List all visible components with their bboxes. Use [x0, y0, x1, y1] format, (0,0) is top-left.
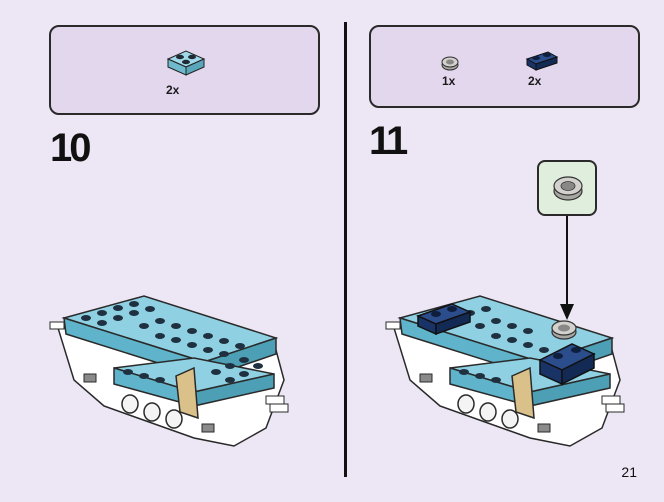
part-qty: 2x [166, 83, 180, 97]
light-grey-round-tile-icon [553, 176, 583, 201]
subassembly-callout [537, 160, 597, 216]
step-10-model-illustration [49, 295, 289, 447]
step-divider [344, 22, 347, 477]
part-qty: 1x [442, 74, 456, 88]
light-grey-round-tile-icon [441, 56, 459, 71]
step-number: 10 [50, 126, 91, 170]
step-number: 11 [369, 119, 408, 163]
step-11-parts-box: 1x 2x [369, 25, 640, 108]
dark-blue-plate-icon [525, 51, 559, 71]
page-number: 21 [621, 464, 637, 480]
part-qty: 2x [528, 74, 542, 88]
step-11-model-illustration [385, 295, 625, 447]
light-blue-plate-icon [166, 50, 206, 76]
down-arrow-icon [560, 216, 574, 320]
step-10-parts-box: 2x [49, 25, 320, 115]
